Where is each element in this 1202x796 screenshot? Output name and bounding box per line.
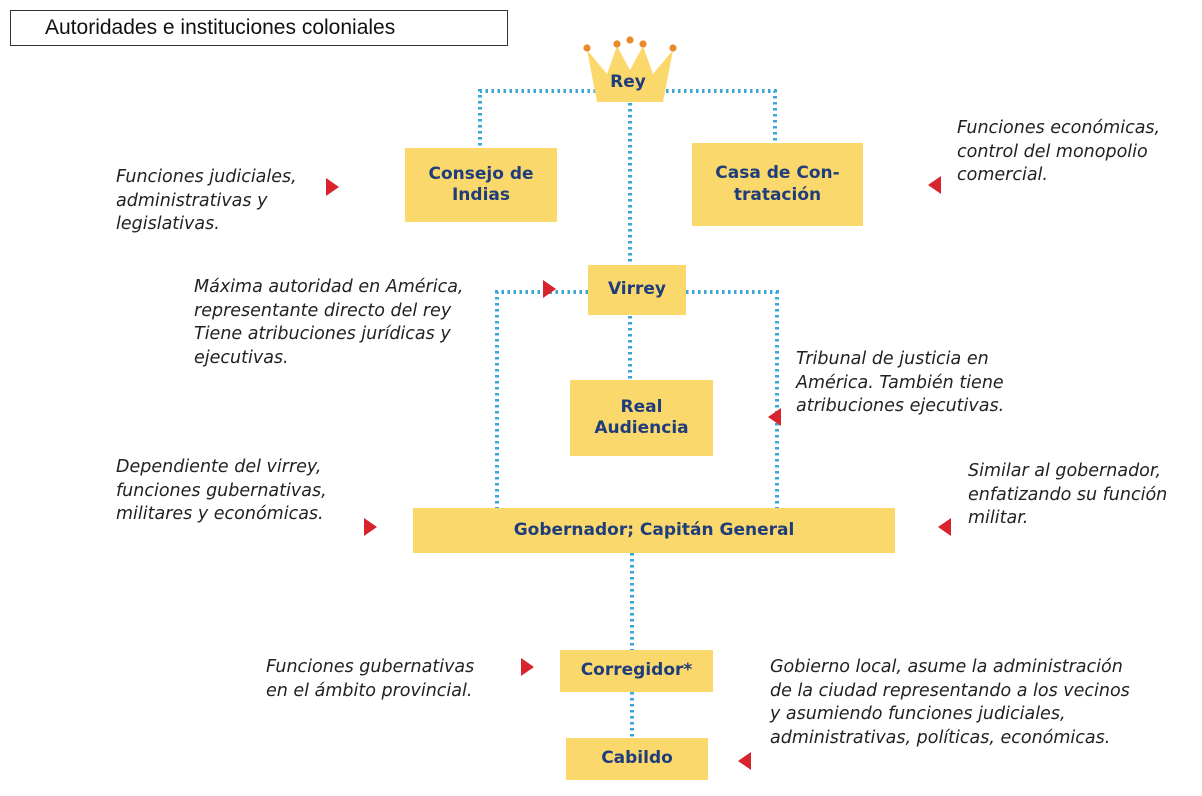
node-cabildo: Cabildo (566, 738, 708, 780)
arrow-cabildo (738, 752, 751, 770)
arrow-real-audiencia (768, 408, 781, 426)
note-virrey: Máxima autoridad en América,representant… (194, 277, 464, 368)
connector-virrey-right (686, 290, 779, 508)
node-virrey: Virrey (588, 265, 686, 315)
node-gobernador-capitan-general: Gobernador; Capitán General (413, 508, 895, 553)
arrow-gobernador (364, 518, 377, 536)
arrow-casa-de-contratacion (928, 176, 941, 194)
arrow-corregidor (521, 658, 534, 676)
title-box: Autoridades e instituciones coloniales (10, 10, 508, 46)
note-gobernador: Dependiente del virrey,funciones guberna… (116, 457, 327, 525)
arrow-capitan-general (938, 518, 951, 536)
crown-icon (583, 36, 677, 102)
diagram-title: Autoridades e instituciones coloniales (45, 16, 396, 39)
connector-rey-consejo (478, 89, 596, 148)
note-casa-de-contratacion: Funciones económicas,control del monopol… (957, 118, 1161, 186)
note-capitan-general: Similar al gobernador,enfatizando su fun… (968, 461, 1168, 529)
arrow-virrey (543, 280, 556, 298)
node-corregidor: Corregidor* (560, 650, 713, 692)
connector-virrey-left (495, 290, 588, 508)
arrow-consejo-de-indias (326, 178, 339, 196)
node-casa-de-contratacion: Casa de Con-tratación (692, 143, 863, 226)
node-rey: Rey (610, 72, 646, 92)
connector-rey-casa (660, 89, 777, 143)
